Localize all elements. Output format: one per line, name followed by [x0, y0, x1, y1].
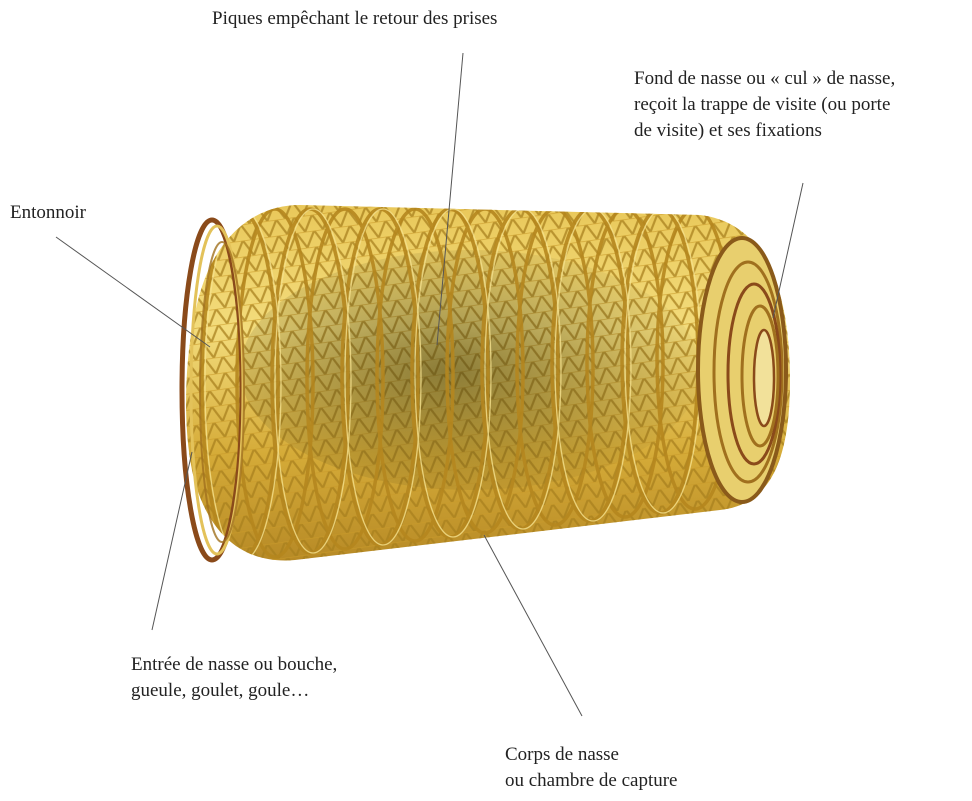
label-fond-line-1: Fond de nasse ou « cul » de nasse, — [634, 66, 895, 92]
label-fond-line-2: reçoit la trappe de visite (ou porte — [634, 92, 895, 118]
leader-line-entree — [152, 452, 192, 630]
label-corps-de-nasse: Corps de nasse ou chambre de capture — [505, 742, 678, 794]
label-entree-line-2: gueule, goulet, goule… — [131, 678, 337, 704]
label-fond-de-nasse: Fond de nasse ou « cul » de nasse, reçoi… — [634, 66, 895, 144]
label-piques-text: Piques empêchant le retour des prises — [212, 6, 497, 32]
label-fond-line-3: de visite) et ses fixations — [634, 118, 895, 144]
label-entonnoir-text: Entonnoir — [10, 200, 86, 226]
leader-line-fond — [773, 183, 803, 318]
label-piques: Piques empêchant le retour des prises — [212, 6, 497, 32]
leader-line-corps — [484, 535, 582, 716]
trap-back-end — [698, 238, 786, 502]
label-corps-line-2: ou chambre de capture — [505, 768, 678, 794]
label-corps-line-1: Corps de nasse — [505, 742, 678, 768]
label-entree-line-1: Entrée de nasse ou bouche, — [131, 652, 337, 678]
label-entree-de-nasse: Entrée de nasse ou bouche, gueule, goule… — [131, 652, 337, 704]
label-entonnoir: Entonnoir — [10, 200, 86, 226]
